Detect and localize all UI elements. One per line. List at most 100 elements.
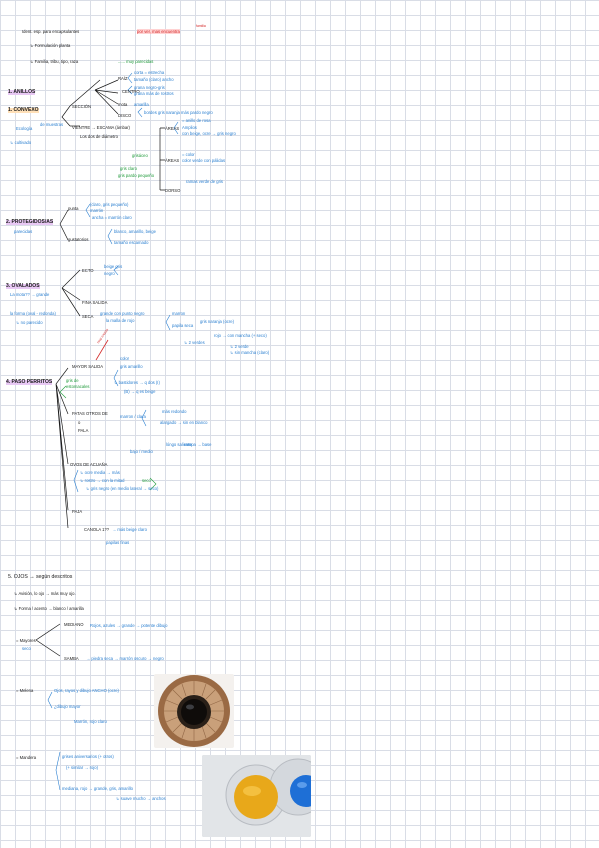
s4-patas-b6: rampa → base: [184, 442, 212, 447]
s1-mota: mota: [118, 102, 128, 107]
section-4-title: 4. PASO PERRITOS: [6, 379, 53, 385]
s3-negro-b: ↳ 2 verde: [230, 344, 249, 349]
s1-gris-g3: ramas verde de gris: [186, 179, 224, 184]
s3-negro-b2: ↳ sin mancha (claro): [230, 350, 270, 355]
s1-raiz-g2: tamaño (claro) ancho: [134, 77, 174, 82]
s5-melena-b2: ¿dibujo mayor: [54, 704, 81, 709]
top-line-3-green: ...... muy parecidas: [118, 59, 154, 64]
s4-patas-3: PALA: [78, 428, 89, 433]
s4-patas-b4: lóngo saliente: [166, 442, 192, 447]
s5-mand-b1: grises aniversarios (+ otros): [62, 754, 114, 759]
s2-gustatorios: gustatorios: [68, 237, 89, 242]
section-1-title: 1. ANILLOS: [8, 89, 36, 95]
s5-l1: ↳ Avisión, lo ojo → más muy ojo.: [14, 591, 76, 596]
s1-raiz-g1: corta = estrecha: [134, 70, 165, 75]
s4-ovo: OVOS DE ACUAÑA: [70, 462, 108, 467]
section-5-title: 5. OJOS → según descritos: [8, 574, 73, 580]
s5-mayor-b2: SAMBA: [64, 656, 79, 661]
s4-canola-b2: papilas finas: [106, 540, 130, 545]
s1-raiz: RAÍZ: [118, 76, 128, 81]
s3-seca-b3: marron: [172, 311, 186, 316]
s5-melena: = Melena: [16, 688, 34, 693]
s4-mayor-b1: color: [120, 356, 130, 361]
s2-punta-b3: ancha = marrón claro: [92, 215, 132, 220]
s1-centro-g1: grana negro-gris: [134, 85, 165, 90]
s1-gris-g1: gris claro: [120, 166, 137, 171]
s4-ovo-b2: ↳ rostro → con la mitad: [80, 478, 125, 483]
s3-seca-b1: grande con punto negro: [100, 311, 145, 316]
s1-left-a: Ecología: [16, 126, 33, 131]
s1-disco: DISCO: [118, 113, 132, 118]
s4-patas-b5: bajo / medio: [130, 449, 153, 454]
s3-ecto-b2: negro: [104, 271, 115, 276]
s1-areas-b3: con beige, ocre → gris negro: [182, 131, 236, 136]
s4-left-g2: estomacales: [66, 384, 90, 389]
s3-sub-b: la forma (oval - redonda): [10, 311, 56, 316]
s4-left-g1: gris de: [66, 378, 79, 383]
top-line-1-red: por ver, mas encuentra: [137, 29, 180, 34]
s5-melena-b3: Marrón, rojo claro: [74, 719, 107, 724]
dish-photo: [202, 755, 311, 837]
s1-left-c: ↳ cultivado: [10, 140, 32, 145]
s3-verde: ↳ 2 verdes: [184, 340, 205, 345]
s1-areas2-b2: color verde con pálidas: [182, 158, 226, 163]
s4-patas-b3: alargado → sin en blanco: [160, 420, 208, 425]
s1-areas-b2: Amplios: [182, 125, 197, 130]
s3-ecto-b1: beige gris: [104, 264, 123, 269]
s5-mayor-b1b: Rojos, azules → grande → potente dibujo: [90, 623, 168, 628]
s3-sub-a: La mota?? → grande: [10, 292, 50, 297]
s5-l2: ↳ Forma / acento → blanco / amarilla: [14, 606, 84, 611]
dish-image: [202, 755, 311, 837]
top-line-1-tag: familia: [196, 24, 206, 28]
s5-mayor-b1: MEDIANO: [64, 622, 84, 627]
s5-mandera: = Mandera: [16, 755, 37, 760]
s1-areas-b1: = anillo de rosa: [182, 118, 211, 123]
s2-g-b1: blanco, amarillo, beige: [114, 229, 156, 234]
s1-centro: CENTRO: [122, 89, 140, 94]
s2-punta: punta: [68, 206, 79, 211]
s1-mota-b: amarilla: [134, 102, 149, 107]
s4-patas-b1: marron / clara: [120, 414, 146, 419]
s1-dorso: DORSO: [165, 188, 181, 193]
s5-mand-b2: (+ similar → rojo): [66, 765, 98, 770]
s1-gris-g2: gris pardo pequeño: [118, 173, 155, 178]
s2-g-b2: tamaño escamado: [114, 240, 149, 245]
s4-paja: PAJA: [72, 509, 83, 514]
s4-canola: CANOLA 1??: [84, 527, 110, 532]
s3-seca-b2: la malla de rojo: [106, 318, 135, 323]
s5-mayor-b2b: → piedra seca → marrón oscuro → negro: [86, 656, 164, 661]
s4-base-2: (B) → q es beige: [124, 389, 156, 394]
s1-areas: ÁREAS: [165, 126, 180, 131]
s1-centro-g2: grana más de rostros: [134, 91, 174, 96]
s4-ovo-g: seco: [142, 478, 151, 483]
s3-sub-c: ↳ no parecido: [16, 320, 43, 325]
s3-rojo: rojo → con mancha (+ seco): [214, 333, 267, 338]
s3-fina: FINA SALIDA: [82, 300, 108, 305]
s2-sub: parecidas: [14, 229, 33, 234]
section-1-sub: 1. CONVEXO: [8, 107, 39, 113]
s1-vientre: VIENTRE → ESCAMA (ámbar): [72, 125, 130, 130]
s1-seccion: SECCIÓN: [72, 104, 92, 109]
s4-ovo-b3: ↳ gris negro (en medio lateral → seco): [86, 486, 159, 491]
s4-base: ↳ bastidores → q dos (I): [114, 380, 160, 385]
s5-mand-b4: ↳ suave mucho → anchos: [116, 796, 166, 801]
s1-grisaceo: grisáceo: [132, 153, 148, 158]
s5-mayor-sub: seco: [22, 646, 31, 651]
s3-seca: SECA: [82, 314, 94, 319]
eye-image: [154, 674, 234, 748]
s3-ecto: ECTO: [82, 268, 94, 273]
s2-punta-b1: (claro, gris pequeño): [90, 202, 129, 207]
eye-photo: [154, 674, 234, 748]
s3-gris-naranja: gris naranja (ocre): [200, 319, 234, 324]
s4-patas: PATAS OTROS DE: [72, 411, 108, 416]
s5-mayor-label: = Mayores: [16, 638, 36, 643]
s1-areas-2: ÁREAS: [165, 158, 180, 163]
s4-mayor-b2: gris amarillo: [120, 364, 143, 369]
s5-mand-b3: mediana, rojo → grande, gris, amarillo: [62, 786, 133, 791]
s5-melena-b1: Ojos, rayos y dibujo ANCHO (ocre): [54, 688, 119, 693]
top-line-1: Ident. esp. para encapsulantes: [22, 29, 80, 34]
s4-patas-b2: más redondo: [162, 409, 187, 414]
s2-punta-b2: marrón: [90, 208, 104, 213]
